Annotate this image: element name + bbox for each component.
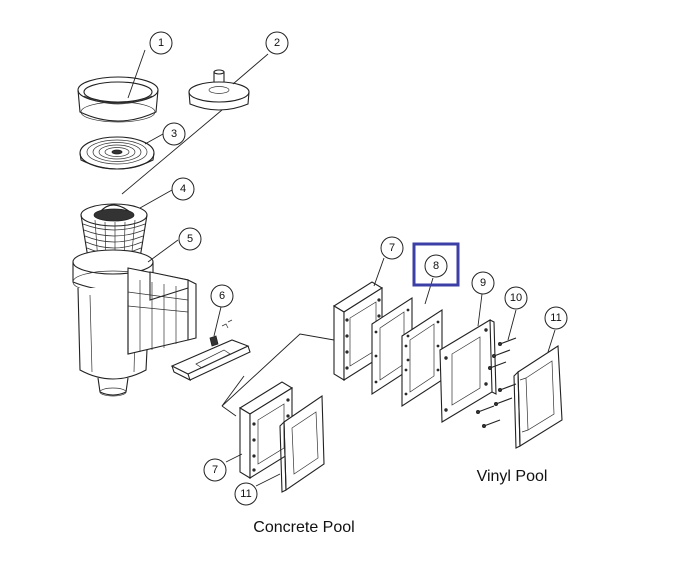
- callout-10: 10: [504, 286, 528, 310]
- callout-11-left-label: 11: [240, 488, 251, 500]
- part-8-gaskets: [371, 296, 443, 408]
- callout-11-right-label: 11: [550, 312, 561, 324]
- callout-6-label: 6: [219, 290, 225, 302]
- part-6-adaptor-plate: [170, 319, 251, 382]
- callout-4-label: 4: [180, 183, 186, 195]
- callout-6: 6: [210, 284, 234, 308]
- caption-concrete-pool: Concrete Pool: [253, 519, 354, 536]
- callout-8: 8: [412, 242, 460, 287]
- leader-lines: [121, 49, 556, 487]
- callout-1-label: 1: [158, 37, 164, 49]
- callout-2-label: 2: [274, 37, 280, 49]
- callout-11-left: 11: [234, 482, 258, 506]
- part-7-concrete-faceplate: [238, 381, 294, 479]
- part-3-strainer-plate: [79, 136, 155, 170]
- caption-vinyl-pool: Vinyl Pool: [477, 468, 548, 485]
- callout-7-lower: 7: [203, 458, 227, 482]
- part-11-trim-cover-vinyl: [513, 345, 563, 449]
- callout-10-label: 10: [510, 292, 522, 304]
- callout-9: 9: [471, 271, 495, 295]
- callout-5-label: 5: [187, 233, 193, 245]
- callout-11-right: 11: [544, 306, 568, 330]
- callout-1: 1: [149, 31, 173, 55]
- part-10-screws: [475, 337, 517, 428]
- part-11-trim-cover-concrete: [279, 394, 325, 493]
- callout-7-upper-label: 7: [389, 242, 395, 254]
- callout-8-label: 8: [433, 260, 439, 272]
- part-5-skimmer-body: [72, 249, 197, 397]
- callout-3-label: 3: [171, 128, 177, 140]
- callout-7-upper: 7: [380, 236, 404, 260]
- part-4-basket: [80, 203, 148, 266]
- callout-9-label: 9: [480, 277, 486, 289]
- part-1-lid: [77, 76, 159, 123]
- callout-5: 5: [178, 227, 202, 251]
- callout-4: 4: [171, 177, 195, 201]
- callout-7-lower-label: 7: [212, 464, 218, 476]
- part-9-faceplate-ring: [439, 319, 497, 423]
- highlight-box: [412, 242, 460, 287]
- assembly-lines: [221, 333, 335, 417]
- part-2-float: [188, 69, 250, 111]
- callout-3: 3: [162, 122, 186, 146]
- callout-2: 2: [265, 31, 289, 55]
